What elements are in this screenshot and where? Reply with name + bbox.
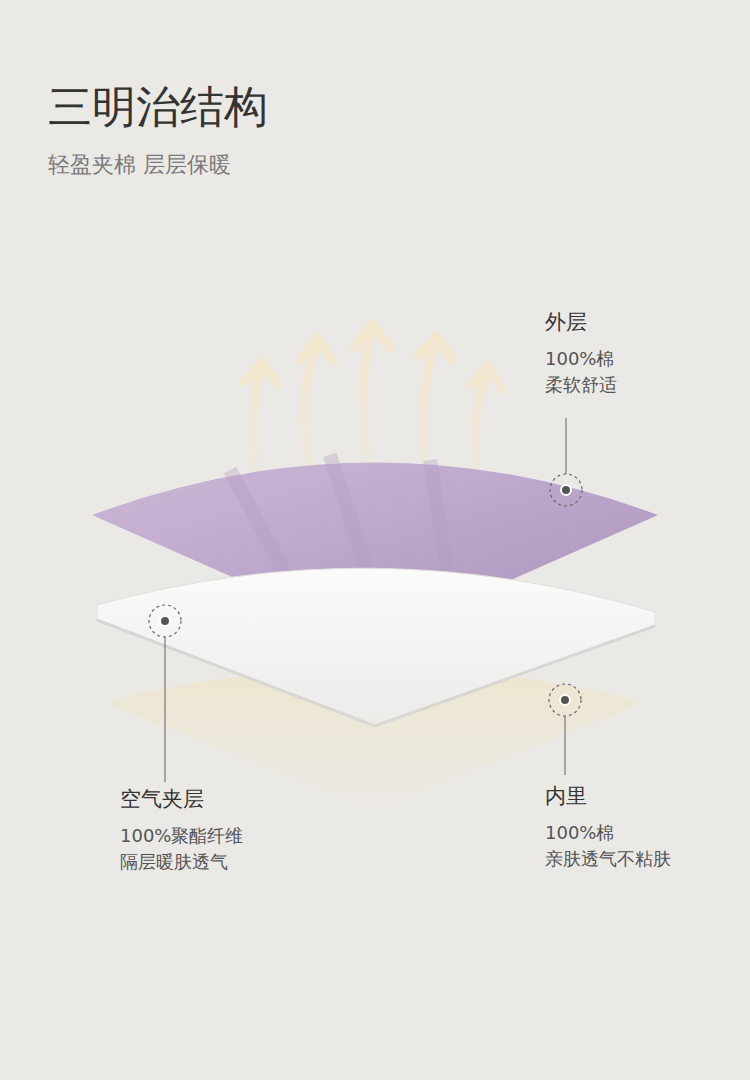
subtitle: 轻盈夹棉 层层保暖 — [48, 152, 231, 178]
material-text: 100%聚酯纤维 — [120, 825, 243, 847]
feature-text: 隔层暖肤透气 — [120, 851, 228, 873]
padding-layer — [97, 568, 655, 726]
padding-edge — [97, 620, 655, 726]
layer-name: 空气夹层 — [120, 787, 204, 812]
callout-markers — [149, 418, 582, 782]
layer-name: 内里 — [545, 784, 587, 809]
page-title: 三明治结构 — [48, 80, 268, 134]
layer-name: 外层 — [545, 310, 587, 335]
material-text: 100%棉 — [545, 348, 614, 370]
material-text: 100%棉 — [545, 822, 614, 844]
feature-text: 柔软舒适 — [545, 374, 617, 396]
feature-text: 亲肤透气不粘肤 — [545, 848, 671, 870]
